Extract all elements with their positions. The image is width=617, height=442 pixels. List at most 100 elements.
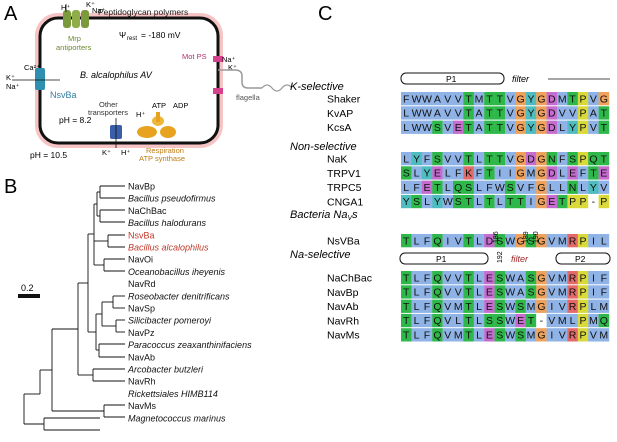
- residue-cell: [421, 194, 433, 209]
- group-title: Na-selective: [290, 249, 351, 261]
- residue-letter: Q: [454, 182, 462, 194]
- residue-letter: S: [527, 287, 534, 299]
- residue-letter: V: [455, 272, 462, 284]
- residue-cell: [421, 234, 433, 248]
- atp-ion-h: H⁺: [136, 110, 145, 119]
- residue-letter: T: [403, 272, 410, 284]
- residue-letter: V: [590, 330, 597, 342]
- residue-cell: [473, 166, 485, 180]
- residue-cell: [536, 285, 547, 299]
- residue-letter: F: [413, 182, 419, 194]
- residue-letter: L: [476, 196, 482, 208]
- residue-letter: T: [559, 196, 566, 208]
- phylogenetic-tree: [23, 185, 125, 431]
- residue-cell: [411, 166, 422, 180]
- residue-cell: [515, 120, 526, 134]
- residue-letter: Y: [527, 93, 534, 105]
- residue-letter: W: [505, 287, 515, 299]
- residue-letter: V: [548, 235, 555, 247]
- residue-letter: I: [530, 196, 533, 208]
- residue-letter: K: [465, 168, 472, 180]
- residue-cell: [588, 92, 599, 106]
- residue-letter: G: [537, 168, 545, 180]
- residue-cell: [546, 328, 558, 342]
- residue-letter: P: [579, 196, 586, 208]
- residue-letter: P: [579, 122, 586, 134]
- panel-a-letter: A: [4, 3, 18, 25]
- residue-cell: [463, 106, 474, 120]
- residue-letter: V: [590, 93, 597, 105]
- residue-letter: L: [476, 182, 482, 194]
- residue-letter: T: [465, 301, 472, 313]
- residue-letter: L: [414, 315, 420, 327]
- residue-letter: T: [465, 122, 472, 134]
- residue-cell: [598, 285, 610, 299]
- residue-cell: [588, 106, 599, 120]
- residue-letter: G: [537, 330, 545, 342]
- residue-cell: [577, 234, 589, 248]
- residue-cell: [453, 313, 464, 328]
- residue-cell: [557, 152, 568, 166]
- other-ion-h: H⁺: [121, 148, 130, 157]
- residue-cell: [567, 120, 578, 134]
- residue-letter: S: [434, 153, 441, 165]
- residue-letter: T: [590, 168, 597, 180]
- residue-cell: [401, 120, 412, 134]
- residue-cell: [463, 92, 474, 106]
- residue-cell: [557, 120, 568, 134]
- residue-letter: V: [559, 108, 566, 120]
- residue-cell: [411, 106, 422, 120]
- nsvba-ion-ca: Ca²⁺: [24, 63, 40, 72]
- residue-cell: [588, 299, 599, 313]
- residue-letter: T: [486, 168, 493, 180]
- residue-cell: [484, 299, 495, 313]
- residue-cell: [401, 152, 412, 166]
- residue-cell: [442, 234, 454, 248]
- residue-cell: [473, 313, 485, 328]
- residue-cell: [515, 271, 526, 285]
- residue-letter: W: [412, 93, 422, 105]
- residue-cell: [453, 299, 464, 313]
- p1-helix-na: [399, 252, 489, 265]
- residue-letter: L: [476, 330, 482, 342]
- residue-cell: [598, 166, 610, 180]
- residue-cell: [505, 106, 516, 120]
- residue-letter: T: [486, 196, 493, 208]
- residue-letter: T: [528, 315, 535, 327]
- residue-letter: L: [414, 301, 420, 313]
- residue-letter: S: [496, 301, 503, 313]
- residue-letter: L: [414, 287, 420, 299]
- residue-letter: A: [590, 108, 597, 120]
- other-transporters-label-2: transporters: [88, 108, 128, 117]
- tree-leaf-label: NsvBa: [128, 230, 155, 240]
- residue-letter: L: [570, 315, 576, 327]
- residue-letter: Y: [569, 122, 576, 134]
- residue-letter: D: [527, 153, 535, 165]
- residue-letter: D: [548, 122, 556, 134]
- residue-cell: [588, 180, 599, 194]
- residue-cell: [494, 328, 506, 342]
- residue-letter: V: [444, 301, 451, 313]
- residue-cell: [567, 234, 578, 248]
- residue-letter: V: [600, 182, 607, 194]
- residue-letter: I: [592, 272, 595, 284]
- residue-cell: [515, 234, 526, 248]
- residue-cell: [421, 313, 433, 328]
- residue-cell: [411, 285, 422, 299]
- residue-cell: [473, 328, 485, 342]
- residue-letter: P: [579, 108, 586, 120]
- residue-cell: [463, 180, 474, 194]
- residue-letter: S: [527, 272, 534, 284]
- residue-letter: F: [424, 330, 430, 342]
- residue-cell: [494, 299, 506, 313]
- residue-letter: F: [486, 182, 492, 194]
- residue-cell: [432, 328, 443, 342]
- residue-cell: [577, 285, 589, 299]
- residue-letter: T: [465, 330, 472, 342]
- residue-letter: V: [444, 108, 451, 120]
- residue-cell: [453, 328, 464, 342]
- filter-label-na: filter: [511, 254, 529, 264]
- bacterium-label: B. alcalophilus AV: [80, 70, 153, 80]
- residue-letter: L: [497, 196, 503, 208]
